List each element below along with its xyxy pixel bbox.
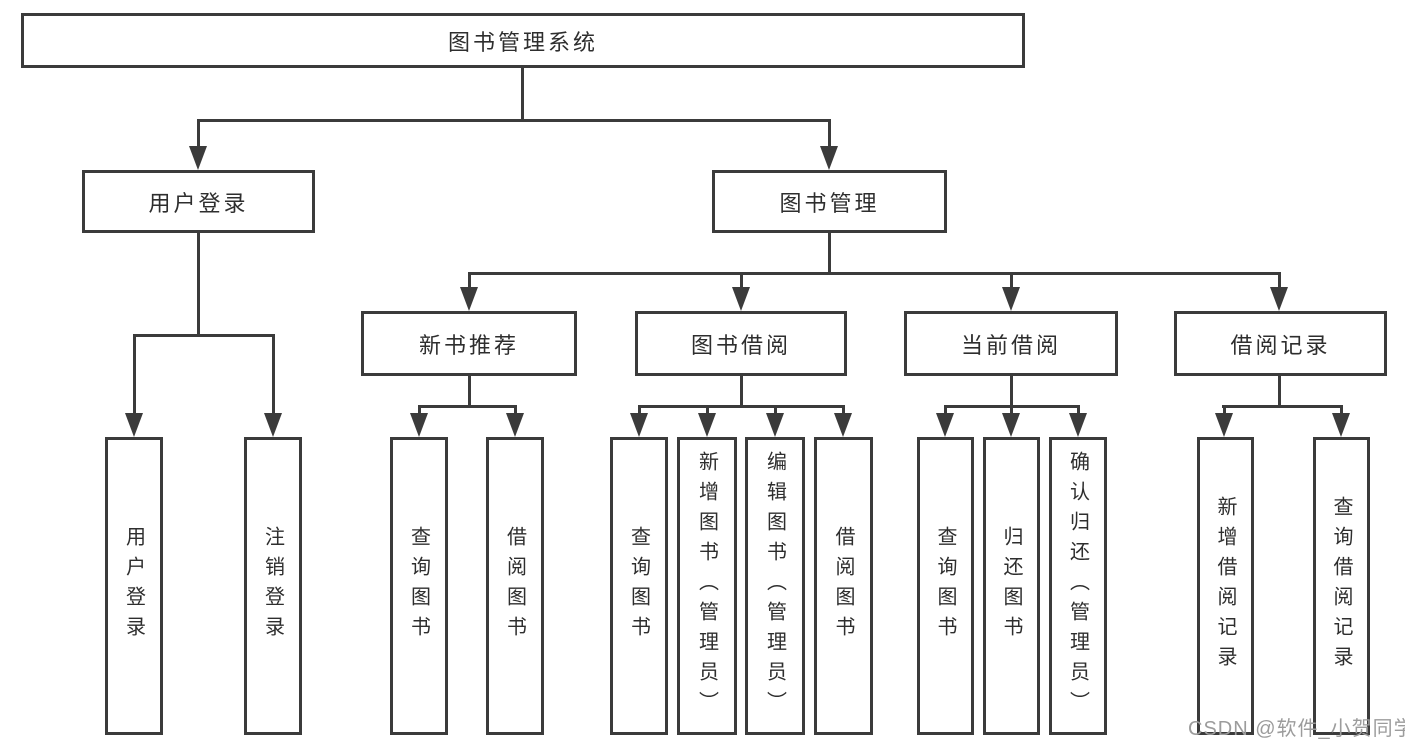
connector-line <box>740 272 743 292</box>
node-label: 用户登录 <box>122 526 145 646</box>
node-label: 查询图书 <box>934 526 956 646</box>
arrow-down-icon <box>936 413 954 437</box>
arrow-down-icon <box>732 287 750 311</box>
connector-line <box>272 334 275 416</box>
connector-line <box>197 233 200 336</box>
node-new-book-recommendation: 新书推荐 <box>361 311 577 376</box>
connector-line <box>418 405 517 408</box>
node-label: 编辑图书（管理员） <box>763 451 786 721</box>
connector-line <box>706 405 709 416</box>
connector-line <box>1278 376 1281 407</box>
node-label: 确认归还（管理员） <box>1066 451 1089 721</box>
leaf-current-confirm-return-admin: 确认归还（管理员） <box>1049 437 1107 735</box>
node-current-borrowing: 当前借阅 <box>904 311 1118 376</box>
connector-line <box>197 119 831 122</box>
leaf-borrowing-query-books: 查询图书 <box>610 437 668 735</box>
arrow-down-icon <box>630 413 648 437</box>
leaf-user-login: 用户登录 <box>105 437 163 735</box>
node-root-label: 图书管理系统 <box>447 29 598 55</box>
arrow-down-icon <box>698 413 716 437</box>
connector-line <box>638 405 845 408</box>
connector-line <box>197 119 200 151</box>
node-label: 借阅图书 <box>832 526 854 646</box>
arrow-down-icon <box>506 413 524 437</box>
connector-line <box>774 405 777 416</box>
leaf-current-return-books: 归还图书 <box>983 437 1040 735</box>
node-label: 图书借阅 <box>690 332 791 358</box>
node-label: 注销登录 <box>261 526 284 646</box>
node-label: 当前借阅 <box>960 332 1061 358</box>
node-label: 归还图书 <box>1000 526 1022 646</box>
node-label: 查询图书 <box>407 526 430 646</box>
arrow-down-icon <box>834 413 852 437</box>
leaf-current-query-books: 查询图书 <box>917 437 974 735</box>
node-label: 查询图书 <box>627 526 650 646</box>
leaf-newbooks-query-books: 查询图书 <box>390 437 448 735</box>
node-root: 图书管理系统 <box>21 13 1025 68</box>
connector-line <box>133 334 275 337</box>
connector-line <box>521 68 524 120</box>
connector-line <box>468 272 471 292</box>
leaf-newbooks-borrow-books: 借阅图书 <box>486 437 544 735</box>
connector-line <box>1222 405 1342 408</box>
arrow-down-icon <box>189 146 207 170</box>
connector-line <box>1223 405 1226 416</box>
arrow-down-icon <box>460 287 478 311</box>
watermark: CSDN @软件_小贺同学 <box>1188 718 1405 740</box>
connector-line <box>1278 272 1281 292</box>
arrow-down-icon <box>1215 413 1233 437</box>
leaf-logout: 注销登录 <box>244 437 302 735</box>
connector-line <box>842 405 845 416</box>
node-label: 用户登录 <box>148 190 249 216</box>
leaf-borrowing-borrow-books: 借阅图书 <box>814 437 873 735</box>
node-label: 借阅图书 <box>503 526 526 646</box>
node-book-borrowing: 图书借阅 <box>635 311 847 376</box>
leaf-records-query-record: 查询借阅记录 <box>1313 437 1370 735</box>
node-book-management: 图书管理 <box>712 170 947 233</box>
node-label: 图书管理 <box>779 190 880 216</box>
connector-line <box>514 405 517 416</box>
connector-line <box>638 405 641 416</box>
node-label: 查询借阅记录 <box>1330 496 1352 676</box>
arrow-down-icon <box>1069 413 1087 437</box>
connector-line <box>418 405 421 416</box>
connector-line <box>1010 405 1013 416</box>
node-borrowing-records: 借阅记录 <box>1174 311 1387 376</box>
connector-line <box>1010 272 1013 292</box>
connector-line <box>828 119 831 151</box>
arrow-down-icon <box>125 413 143 437</box>
connector-line <box>1340 405 1343 416</box>
connector-line <box>944 405 947 416</box>
node-label: 借阅记录 <box>1230 332 1331 358</box>
connector-line <box>468 272 1281 275</box>
connector-line <box>1010 376 1013 407</box>
node-label: 新增借阅记录 <box>1214 496 1236 676</box>
leaf-borrowing-add-books-admin: 新增图书（管理员） <box>677 437 737 735</box>
arrow-down-icon <box>1002 287 1020 311</box>
arrow-down-icon <box>1332 413 1350 437</box>
leaf-records-add-record: 新增借阅记录 <box>1197 437 1254 735</box>
connector-line <box>133 334 136 416</box>
connector-line <box>468 376 471 407</box>
connector-line <box>1077 405 1080 416</box>
leaf-borrowing-edit-books-admin: 编辑图书（管理员） <box>745 437 805 735</box>
connector-line <box>740 376 743 407</box>
arrow-down-icon <box>410 413 428 437</box>
arrow-down-icon <box>820 146 838 170</box>
arrow-down-icon <box>264 413 282 437</box>
connector-line <box>828 233 831 274</box>
node-user-login: 用户登录 <box>82 170 315 233</box>
node-label: 新增图书（管理员） <box>695 451 718 721</box>
arrow-down-icon <box>1002 413 1020 437</box>
arrow-down-icon <box>1270 287 1288 311</box>
arrow-down-icon <box>766 413 784 437</box>
node-label: 新书推荐 <box>418 332 519 358</box>
